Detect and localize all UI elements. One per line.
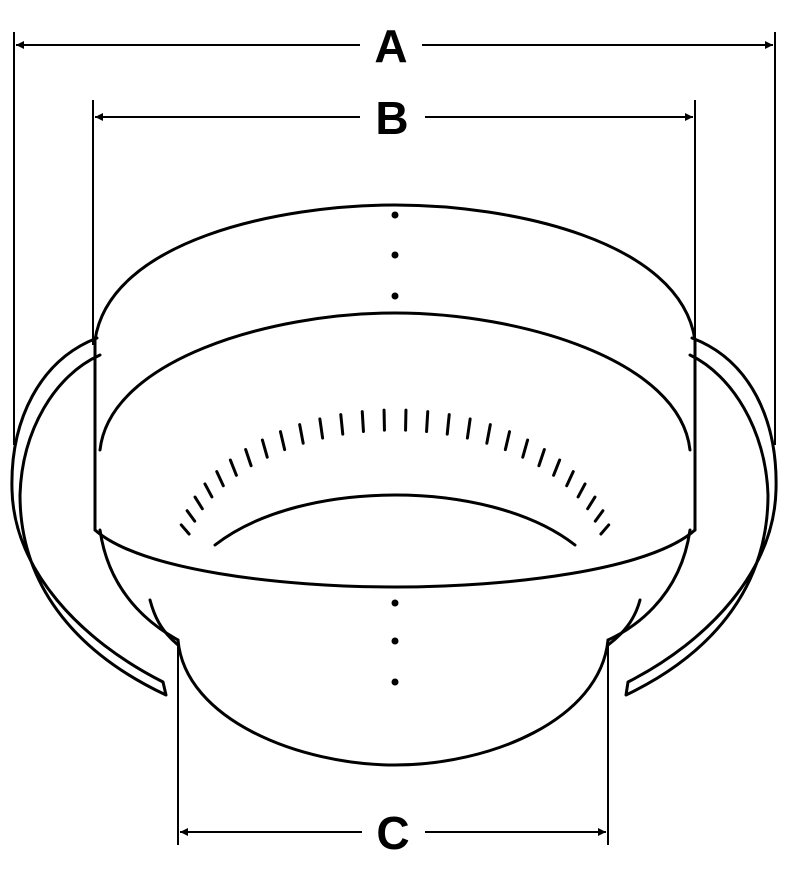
slot-mark [537,447,546,468]
slot-mark [179,523,191,536]
seam-dot [391,637,399,645]
slot-mark [586,495,597,511]
slot-mark [298,423,305,445]
flange-notch-left [148,598,180,647]
seam-dot [391,292,399,300]
dimension-label-b: B [375,92,408,144]
slot-mark [565,470,575,488]
slot-mark [465,417,472,440]
lower-collar-bottom [176,638,610,767]
dimension-label-c: C [376,807,409,859]
dimension-c: C [177,640,609,859]
slot-mark [552,458,562,477]
slot-mark [576,482,587,499]
slot-mark [521,438,530,459]
flange-right [624,336,778,697]
slot-mark [425,410,430,433]
seam-dot [391,599,399,607]
slot-mark [228,458,238,477]
collar-band-bottom [93,528,697,589]
flange-notch-right [606,598,642,647]
lower-collar [98,493,692,767]
seam-dot [391,678,399,686]
slot-mark [360,410,365,433]
slot-mark [260,438,269,459]
lower-collar-right-shoulder [606,528,692,642]
dimension-label-a: A [374,20,407,72]
slot-mark [193,495,204,511]
slot-mark [278,430,287,452]
dimension-a: A [13,20,776,445]
flange [10,336,778,697]
slot-mark [445,413,451,436]
slot-mark [203,482,214,499]
slot-mark [593,509,605,523]
slot-mark [244,447,253,468]
slot-mark [599,523,611,536]
slot-mark [185,509,197,523]
upper-collar [93,203,697,589]
seam-dot [391,251,399,259]
slot-mark [215,470,225,488]
slot-mark [318,417,325,440]
slot-mark [339,413,345,436]
slot-mark [503,430,512,452]
seam-dots [391,211,399,686]
seam-dot [391,211,399,219]
flange-left [10,336,168,697]
collar-inner-rim [98,311,692,452]
lower-collar-inner-rim [213,493,577,547]
slot-mark [485,423,492,445]
lower-collar-left-shoulder [98,528,180,642]
collar-top-rim [93,203,697,342]
dimension-b: B [92,92,696,345]
slot-marks [179,408,611,536]
